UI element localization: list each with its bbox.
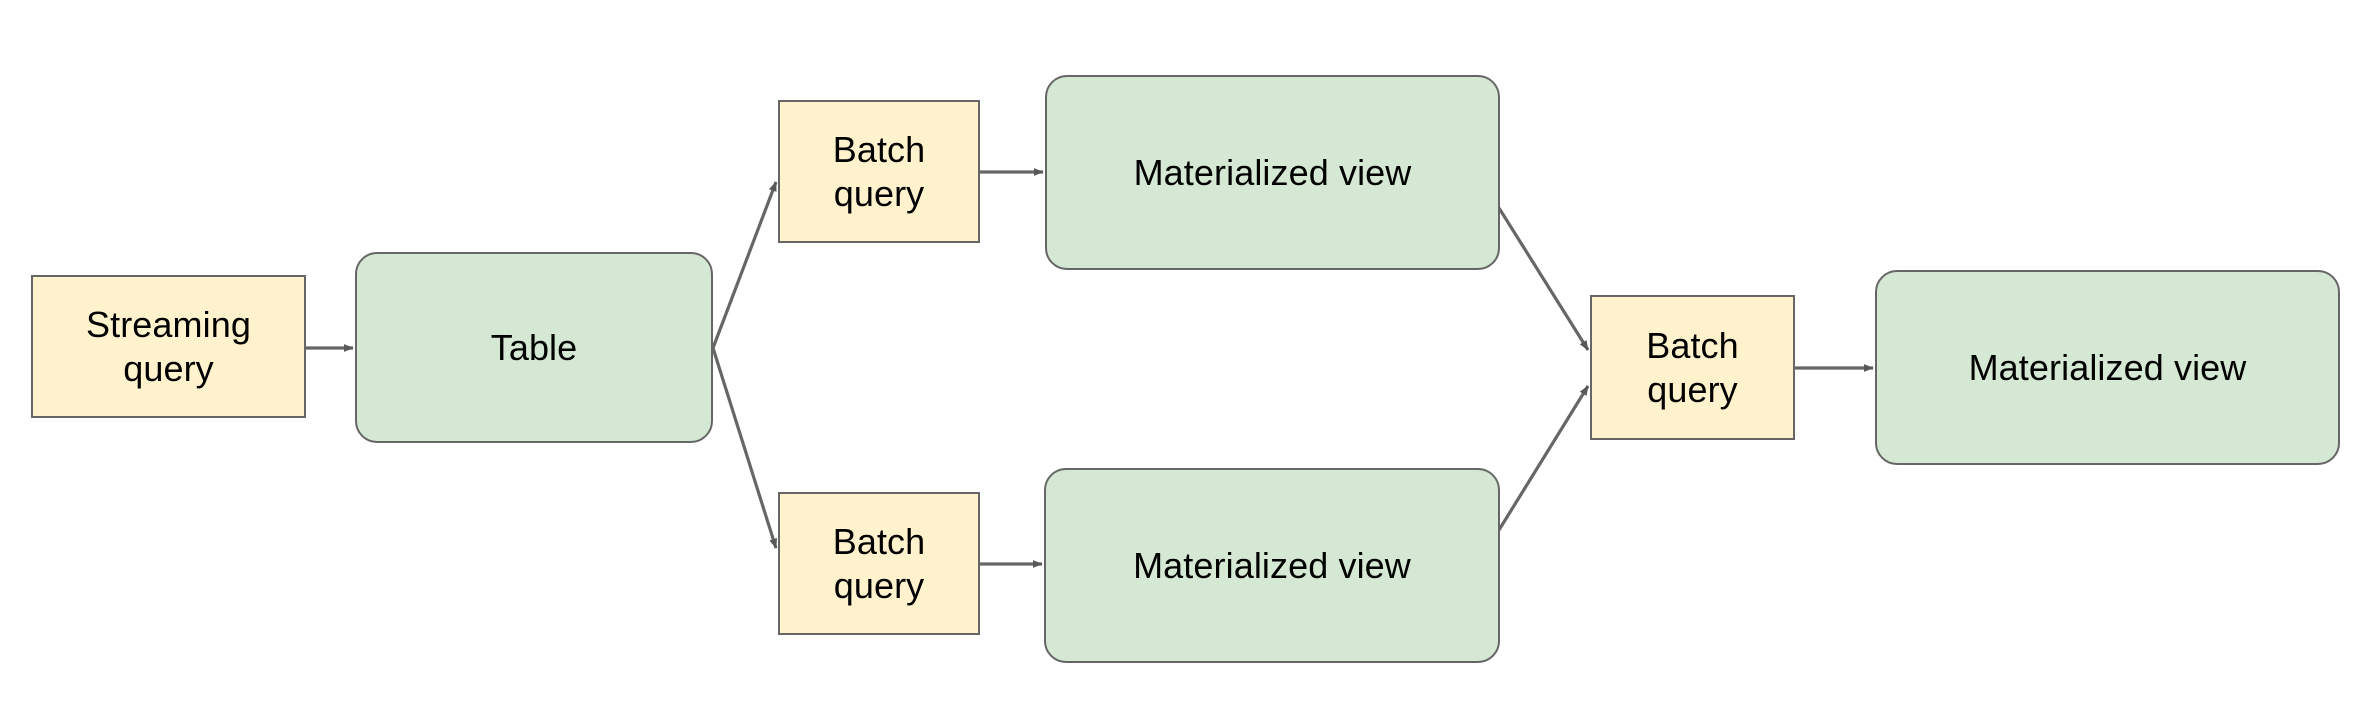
edge-mv-top-to-batch-join xyxy=(1497,207,1590,351)
node-label: Materialized view xyxy=(1133,544,1411,586)
node-materialized-view-bottom[interactable]: Materialized view xyxy=(1044,468,1500,663)
node-batch-query-top[interactable]: Batch query xyxy=(778,100,980,243)
node-label: Table xyxy=(490,326,578,368)
node-batch-query-join[interactable]: Batch query xyxy=(1590,295,1795,440)
edge-table-to-batch-top xyxy=(711,181,778,349)
node-materialized-view-final[interactable]: Materialized view xyxy=(1875,270,2340,465)
node-streaming-query[interactable]: Streaming query xyxy=(31,275,306,418)
edge-table-to-batch-bottom xyxy=(711,347,778,549)
node-batch-query-bottom[interactable]: Batch query xyxy=(778,492,980,635)
node-label: Batch query xyxy=(1646,324,1739,410)
node-label: Batch query xyxy=(832,520,926,606)
edge-mv-bottom-to-batch-join xyxy=(1497,385,1590,531)
node-label: Materialized view xyxy=(1133,151,1412,193)
node-materialized-view-top[interactable]: Materialized view xyxy=(1045,75,1500,270)
node-label: Batch query xyxy=(832,128,926,214)
node-label: Streaming query xyxy=(86,303,251,389)
node-label: Materialized view xyxy=(1968,346,2247,388)
node-table[interactable]: Table xyxy=(355,252,713,443)
